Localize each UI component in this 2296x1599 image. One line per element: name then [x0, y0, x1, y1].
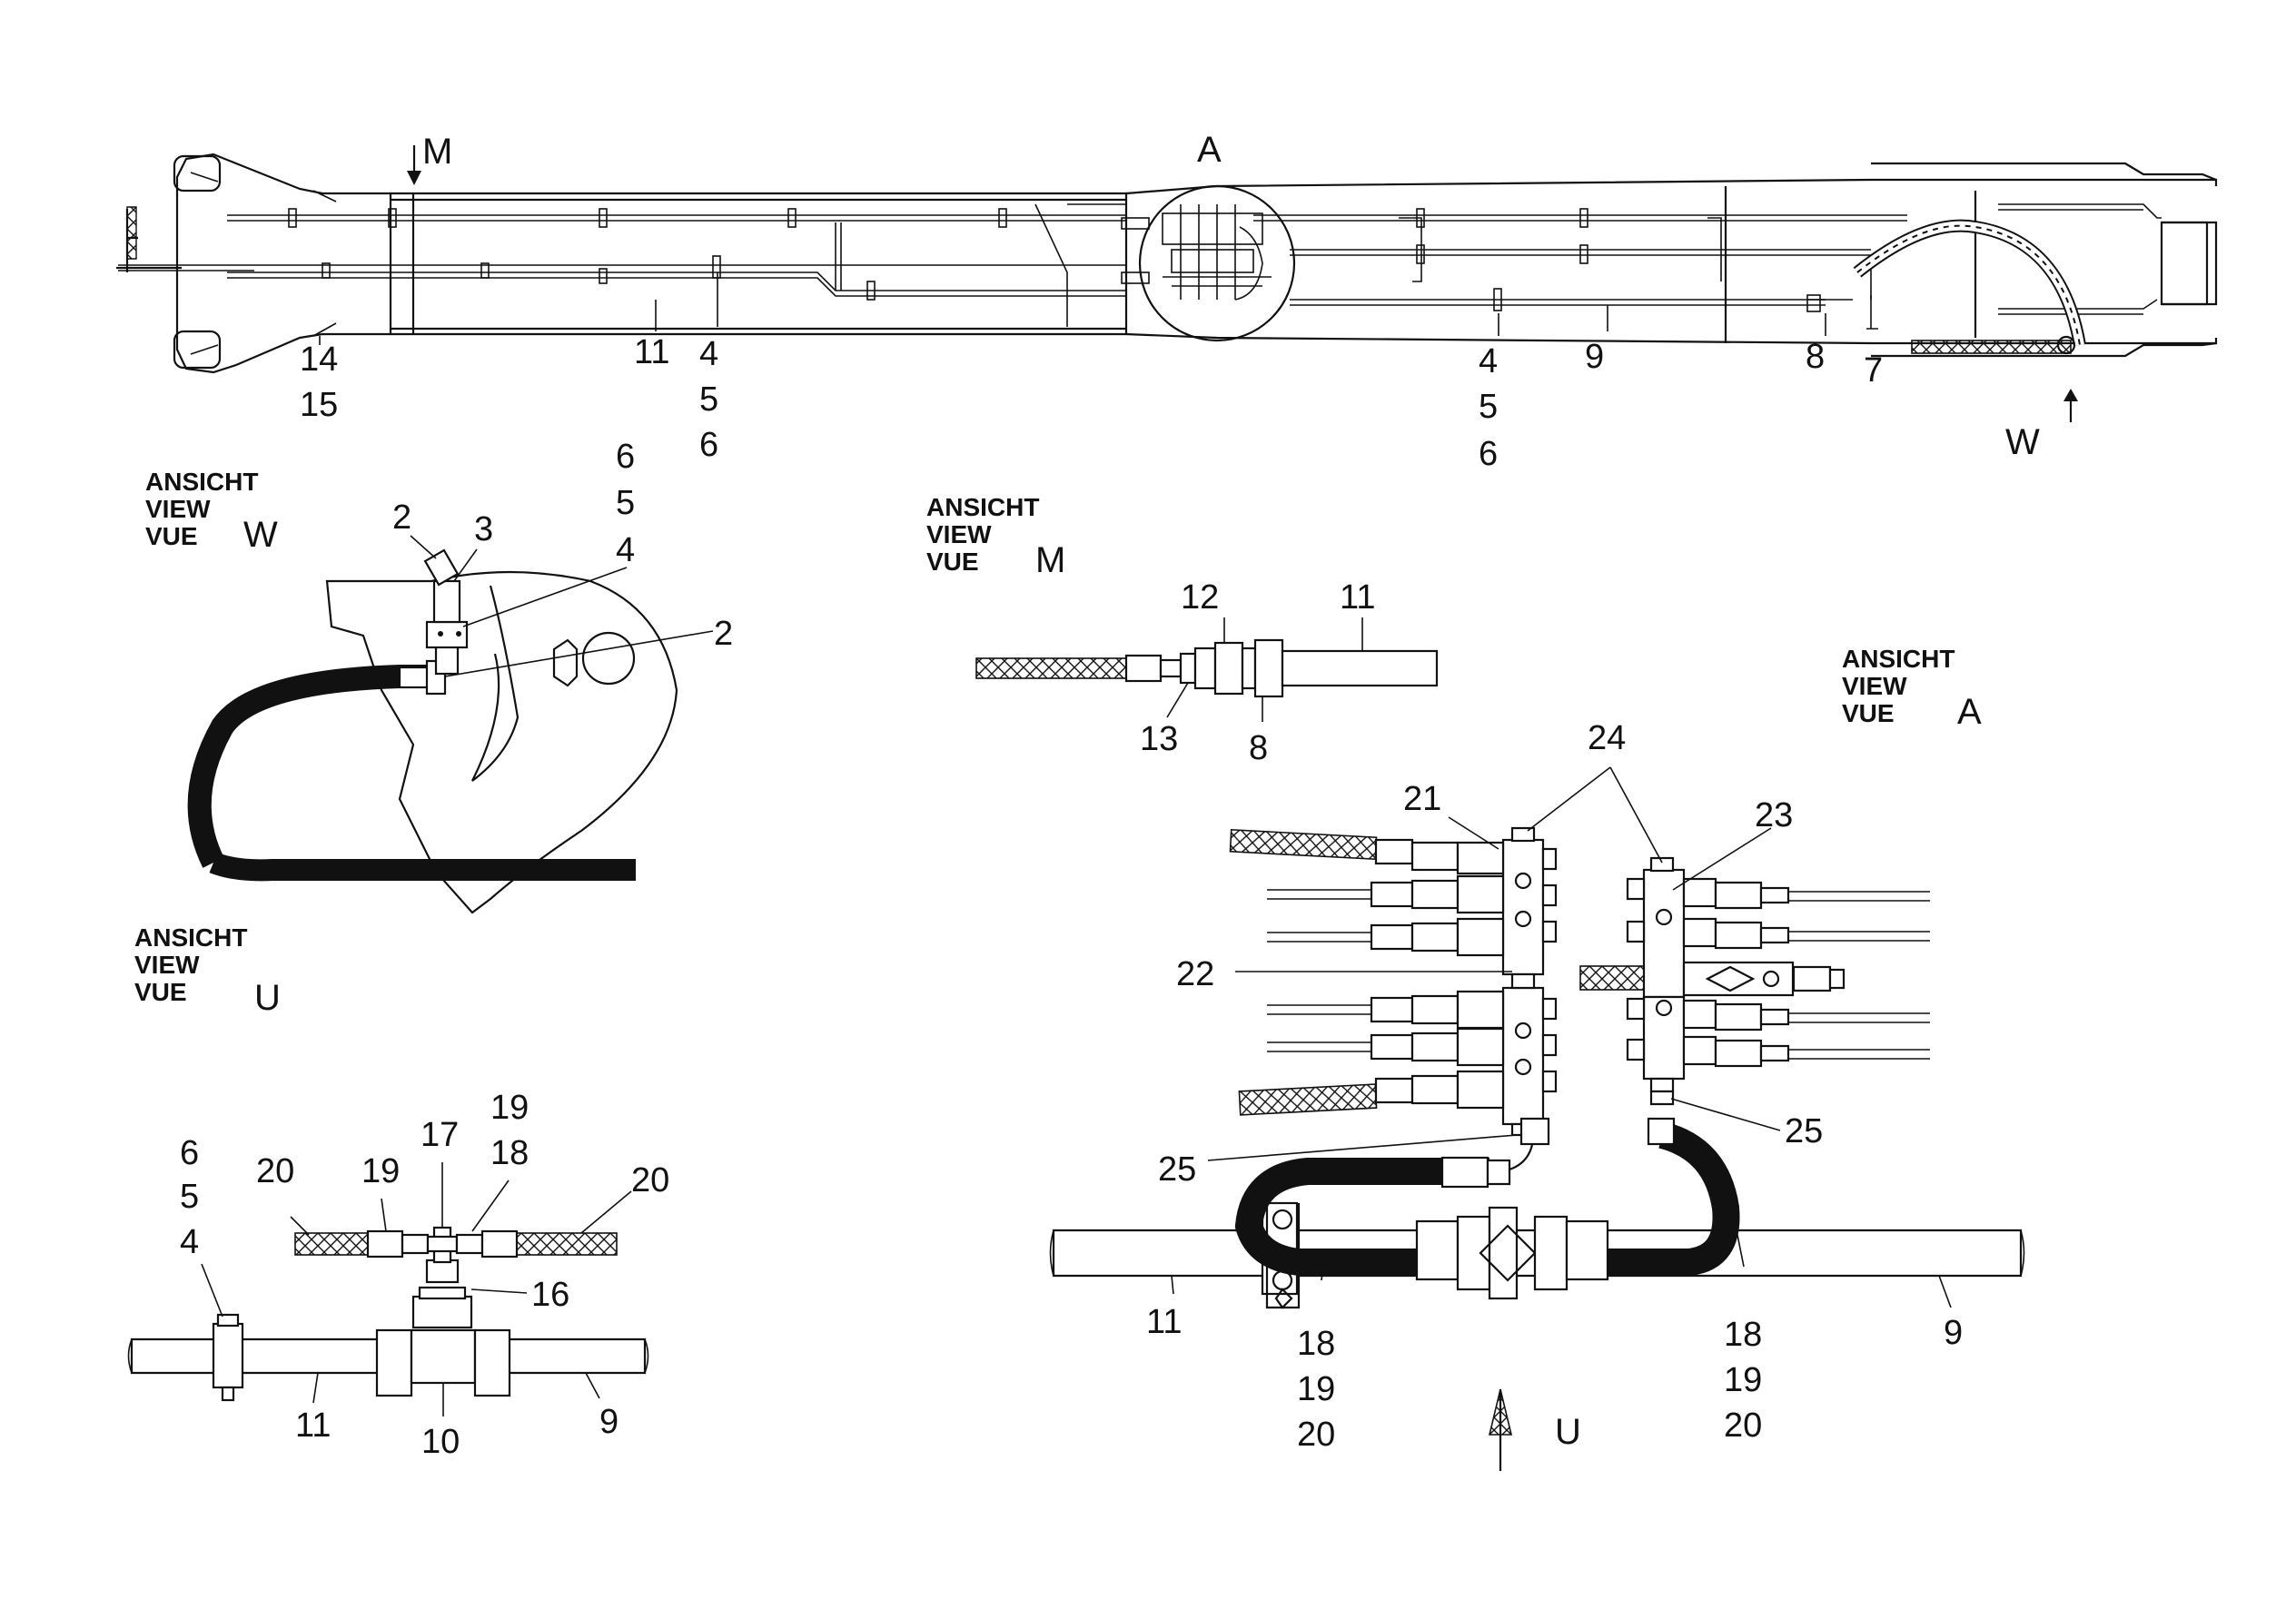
- view-a-title-2: VIEW: [1842, 672, 1907, 700]
- view-w-title-1: ANSICHT: [145, 468, 258, 496]
- callout-5-u: 5: [180, 1178, 199, 1216]
- view-w-drawing: [187, 548, 678, 914]
- callout-17-u: 17: [421, 1116, 459, 1154]
- callout-6-w: 6: [616, 438, 635, 476]
- callout-3-w: 3: [474, 510, 493, 548]
- callout-16-u: 16: [531, 1276, 569, 1314]
- view-marker-a: A: [1197, 130, 1222, 170]
- view-w-title-2: VIEW: [145, 495, 211, 523]
- callout-5-w: 5: [616, 484, 635, 522]
- callout-13-m: 13: [1140, 720, 1178, 758]
- callout-6-top-left: 6: [699, 426, 718, 464]
- view-m-title-2: VIEW: [926, 520, 992, 548]
- view-m-letter: M: [1035, 540, 1065, 580]
- view-marker-m: M: [422, 132, 452, 172]
- callout-11-m: 11: [1340, 578, 1375, 617]
- view-a-letter: A: [1957, 692, 1982, 732]
- callout-8-m: 8: [1249, 729, 1268, 767]
- callout-8-top: 8: [1806, 338, 1825, 376]
- callout-20-a-right: 20: [1724, 1407, 1762, 1445]
- view-u-arrow-letter: U: [1555, 1412, 1581, 1452]
- view-u-title-2: VIEW: [134, 951, 200, 979]
- callout-11-top: 11: [634, 333, 669, 371]
- callout-6-top-right: 6: [1479, 435, 1498, 473]
- callout-12-m: 12: [1181, 578, 1219, 617]
- callout-18-a-left: 18: [1297, 1325, 1335, 1363]
- callout-19-a-right: 19: [1724, 1361, 1762, 1399]
- callout-20-u-right: 20: [631, 1161, 669, 1199]
- boom-overview: [116, 145, 2218, 422]
- callout-6-u: 6: [180, 1134, 199, 1172]
- callout-11-a: 11: [1146, 1303, 1182, 1341]
- callout-22-a: 22: [1176, 955, 1214, 993]
- callout-4-top-left: 4: [699, 335, 718, 373]
- callout-2-w-a: 2: [392, 498, 411, 537]
- callout-25-a-left: 25: [1158, 1150, 1196, 1189]
- callout-4-top-right: 4: [1479, 342, 1498, 380]
- callout-23-a: 23: [1755, 796, 1793, 834]
- callout-9-top: 9: [1585, 338, 1604, 376]
- callout-4-u: 4: [180, 1223, 199, 1261]
- callout-18-u: 18: [490, 1134, 529, 1172]
- callout-7-top: 7: [1864, 351, 1883, 390]
- view-u-title-3: VUE: [134, 978, 187, 1006]
- callout-18-a-right: 18: [1724, 1316, 1762, 1354]
- callout-20-a-left: 20: [1297, 1416, 1335, 1454]
- callout-2-w-b: 2: [714, 615, 733, 653]
- callout-15: 15: [300, 386, 338, 424]
- view-w-title-3: VUE: [145, 522, 198, 550]
- view-m-drawing: [975, 638, 1439, 698]
- callout-10-u: 10: [421, 1423, 460, 1461]
- callout-9-a: 9: [1944, 1314, 1963, 1352]
- view-m-title-3: VUE: [926, 548, 979, 576]
- callout-14: 14: [300, 341, 338, 379]
- view-u-title-1: ANSICHT: [134, 923, 247, 952]
- callout-19-u-right: 19: [490, 1089, 529, 1127]
- view-a-title-3: VUE: [1842, 699, 1895, 727]
- callout-21-a: 21: [1403, 780, 1441, 818]
- view-marker-w: W: [2005, 422, 2040, 462]
- view-m-title-1: ANSICHT: [926, 493, 1039, 521]
- callout-5-top-left: 5: [699, 380, 718, 419]
- view-a-title-1: ANSICHT: [1842, 645, 1955, 673]
- callout-4-w: 4: [616, 531, 635, 569]
- callout-19-a-left: 19: [1297, 1370, 1335, 1408]
- view-a-drawing: [1049, 826, 2025, 1471]
- callout-9-u: 9: [599, 1403, 619, 1441]
- callout-24-a: 24: [1588, 719, 1626, 757]
- view-u-letter: U: [254, 978, 281, 1018]
- callout-19-u-left: 19: [361, 1152, 400, 1190]
- callout-11-u: 11: [295, 1407, 331, 1445]
- callout-25-a-right: 25: [1785, 1112, 1823, 1150]
- view-u-drawing: [127, 1226, 649, 1402]
- callout-5-top-right: 5: [1479, 388, 1498, 426]
- view-w-letter: W: [243, 515, 278, 555]
- callout-20-u-left: 20: [256, 1152, 294, 1190]
